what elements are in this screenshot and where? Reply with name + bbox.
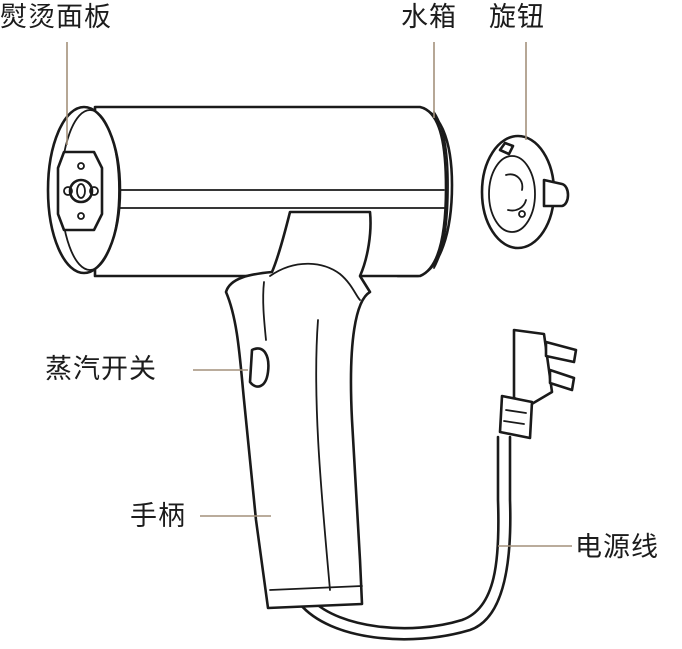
leader-lines	[66, 42, 572, 547]
power-cord	[298, 435, 512, 641]
label-steam-switch: 蒸汽开关	[45, 354, 157, 385]
ironing-plate	[46, 105, 122, 275]
label-power-cord: 电源线	[575, 532, 659, 563]
knob	[480, 134, 570, 250]
handle	[224, 210, 372, 610]
label-knob: 旋钮	[489, 2, 545, 33]
label-ironing-plate: 熨烫面板	[0, 2, 112, 33]
label-water-tank: 水箱	[401, 2, 457, 33]
label-handle: 手柄	[130, 501, 186, 532]
power-plug	[498, 328, 578, 440]
steamer-body	[93, 105, 448, 278]
